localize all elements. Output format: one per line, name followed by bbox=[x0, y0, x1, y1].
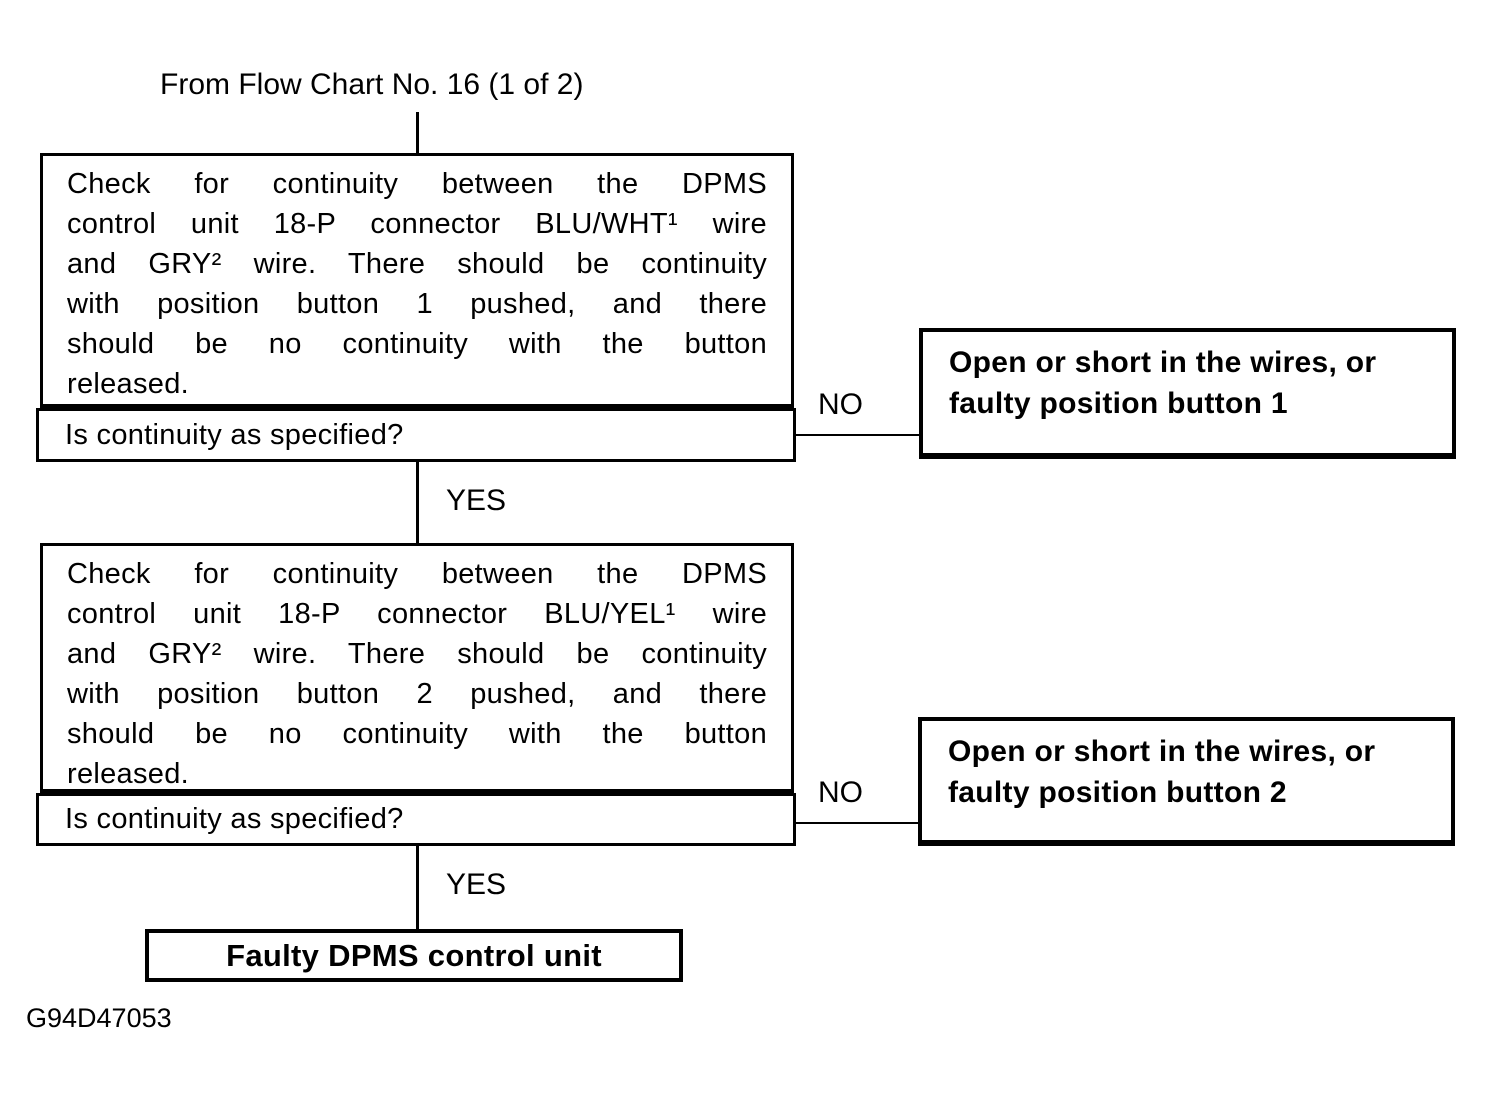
text-line: and GRY² wire. There should be continuit… bbox=[67, 248, 767, 280]
yes-label-2: YES bbox=[446, 868, 507, 901]
connector-yes-1 bbox=[416, 462, 419, 543]
check-box-1: Check for continuity between the DPMS con… bbox=[40, 153, 794, 408]
result-box-1: Open or short in the wires, or faulty pos… bbox=[919, 328, 1456, 459]
text-line: released. bbox=[67, 368, 189, 400]
text-line: Open or short in the wires, or bbox=[949, 346, 1377, 379]
text-line: should be no continuity with the button bbox=[67, 328, 767, 360]
text-line: faulty position button 1 bbox=[949, 387, 1288, 420]
check-box-2: Check for continuity between the DPMS con… bbox=[40, 543, 794, 793]
result-box-2-text: Open or short in the wires, or faulty pos… bbox=[948, 731, 1433, 813]
text-line: should be no continuity with the button bbox=[67, 718, 767, 750]
no-label-1: NO bbox=[818, 388, 863, 421]
figure-code: G94D47053 bbox=[26, 1003, 172, 1033]
question-box-2: Is continuity as specified? bbox=[36, 793, 796, 846]
text-line: control unit 18-P connector BLU/YEL¹ wir… bbox=[67, 598, 767, 630]
connector-no-2 bbox=[794, 822, 918, 824]
check-box-2-text: Check for continuity between the DPMS con… bbox=[67, 554, 767, 794]
question-2-text: Is continuity as specified? bbox=[65, 803, 404, 835]
question-box-1: Is continuity as specified? bbox=[36, 408, 796, 462]
connector-no-1 bbox=[794, 434, 919, 436]
text-line: Open or short in the wires, or bbox=[948, 735, 1376, 768]
result-box-2: Open or short in the wires, or faulty pos… bbox=[918, 717, 1455, 846]
text-line: and GRY² wire. There should be continuit… bbox=[67, 638, 767, 670]
yes-label-1: YES bbox=[446, 484, 507, 517]
text-line: with position button 1 pushed, and there bbox=[67, 288, 767, 320]
text-line: Check for continuity between the DPMS bbox=[67, 558, 767, 590]
connector-yes-2 bbox=[416, 846, 419, 929]
result-box-1-text: Open or short in the wires, or faulty pos… bbox=[949, 342, 1434, 424]
check-box-1-text: Check for continuity between the DPMS con… bbox=[67, 164, 767, 404]
text-line: faulty position button 2 bbox=[948, 776, 1287, 809]
text-line: released. bbox=[67, 758, 189, 790]
final-result-box: Faulty DPMS control unit bbox=[145, 929, 683, 982]
text-line: Check for continuity between the DPMS bbox=[67, 168, 767, 200]
text-line: with position button 2 pushed, and there bbox=[67, 678, 767, 710]
connector-top bbox=[416, 112, 419, 153]
text-line: control unit 18-P connector BLU/WHT¹ wir… bbox=[67, 208, 767, 240]
no-label-2: NO bbox=[818, 776, 863, 809]
question-1-text: Is continuity as specified? bbox=[65, 418, 404, 451]
flow-source-label: From Flow Chart No. 16 (1 of 2) bbox=[160, 68, 584, 101]
final-result-text: Faulty DPMS control unit bbox=[226, 937, 602, 973]
